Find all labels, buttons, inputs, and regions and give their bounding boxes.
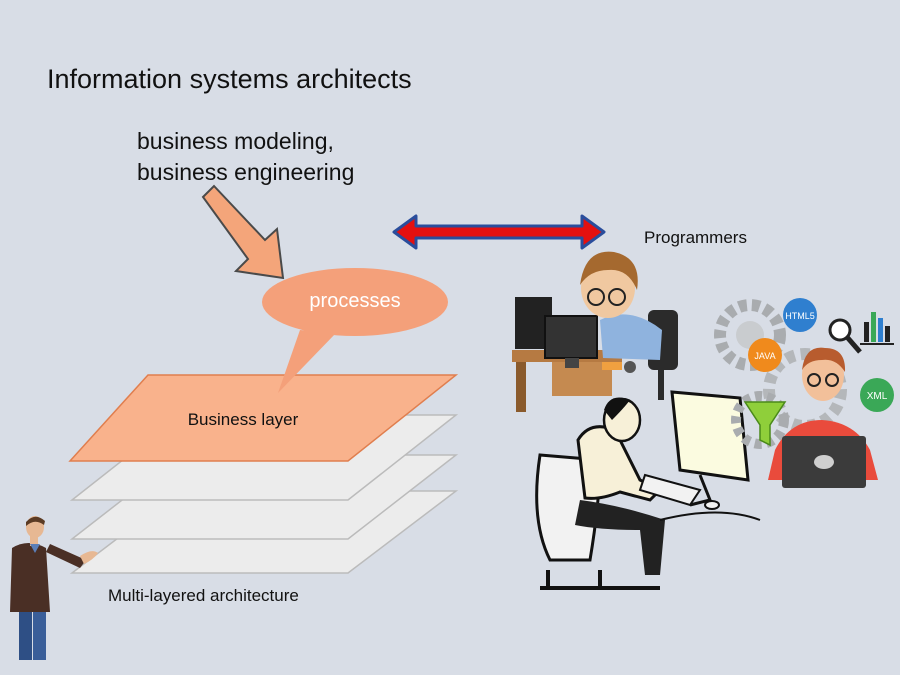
processes-label: processes — [309, 290, 401, 312]
html5-badge-text: HTML5 — [785, 311, 815, 321]
multi-layer-label: Multi-layered architecture — [108, 586, 299, 605]
magnifier-icon — [828, 318, 862, 354]
subtitle: business modeling, business engineering — [137, 126, 354, 188]
business-layer-label: Business layer — [187, 410, 299, 429]
programmers-label: Programmers — [644, 228, 747, 247]
down-arrow — [201, 184, 285, 280]
subtitle-line-1: business modeling, — [137, 128, 334, 154]
business-layer — [68, 374, 459, 462]
presenter-illustration — [10, 516, 98, 660]
boy-at-desk-illustration — [512, 251, 678, 412]
layer-stack — [68, 374, 459, 574]
java-badge-text: JAVA — [754, 351, 775, 361]
processes-bubble — [262, 268, 448, 393]
double-arrow — [392, 214, 606, 250]
man-at-computer-illustration — [535, 390, 761, 590]
funnel-icon — [743, 401, 787, 447]
page-title: Information systems architects — [47, 64, 412, 94]
subtitle-line-2: business engineering — [137, 159, 355, 185]
gears-developer-illustration: HTML5 JAVA XML — [714, 298, 894, 488]
xml-badge-text: XML — [867, 391, 888, 402]
bar-chart-icon — [860, 312, 894, 345]
